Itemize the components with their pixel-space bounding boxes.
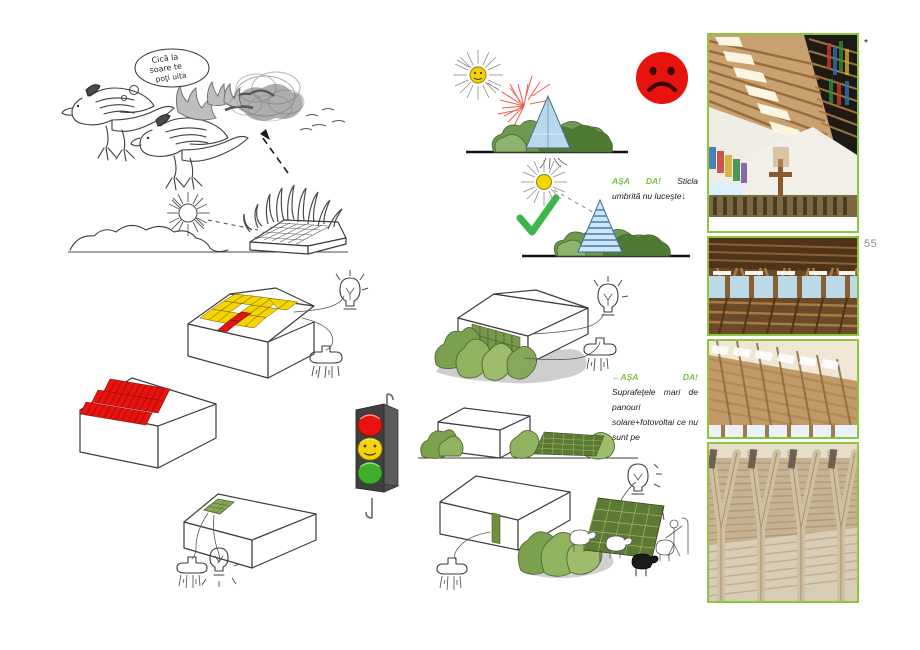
cable-to-shower (523, 341, 601, 360)
facade-green-stripe (491, 512, 501, 544)
diagram-ground-array-small (418, 407, 638, 460)
photo-timber-roof-trusses[interactable] (707, 339, 859, 439)
building-with-solar-roof (249, 219, 347, 255)
cable-to-shower (191, 512, 209, 560)
ground-panel-array (533, 431, 605, 457)
building-roof-ridge (493, 289, 589, 309)
glare-flames (243, 184, 343, 233)
red-glare-burst (497, 75, 551, 127)
note-shaded-glass: AŞA DA! Sticla umbrită nu luceşte↓ (612, 174, 698, 204)
mount-hook-top (386, 393, 394, 401)
small-solar-panel-green (203, 498, 235, 515)
cable-to-bulb (293, 295, 345, 313)
traffic-lamp-yellow (357, 437, 383, 461)
cable-to-bulb (531, 313, 605, 335)
solar-panel-grid-yellow (199, 293, 299, 332)
black-sheep (631, 553, 659, 577)
housing-side (383, 403, 399, 493)
note-panels-body: Suprafeţele mari de panouri solare+fotov… (612, 387, 698, 442)
shepherd (665, 517, 689, 557)
diagram-glare-good (516, 160, 690, 258)
note-panels-highlight: ←AŞA DA! (612, 372, 698, 382)
speech-bubble: Cică la soare te poţi uita (120, 48, 210, 102)
speech-bubble-line1: Cică la (151, 52, 179, 65)
diagram-facade-green-panels (434, 276, 629, 384)
bushes-left (420, 429, 464, 459)
page-number: 55 (864, 238, 878, 250)
mount-hook-bottom (365, 511, 373, 519)
cable-to-bulb (213, 514, 220, 564)
sheep-2 (605, 535, 633, 559)
photo-timber-branching-columns[interactable] (707, 442, 859, 603)
light-bulb-icon (201, 547, 241, 587)
sun-with-rays (453, 50, 503, 100)
grass-tuft (539, 157, 568, 170)
note-large-panel-surfaces: ←AŞA DA! Suprafeţele mari de panouri sol… (612, 370, 698, 445)
bird-flying (61, 84, 175, 162)
shower-head-icon (583, 337, 617, 372)
sheep-1 (569, 529, 597, 553)
highlighted-panels-red (217, 311, 252, 332)
sun-with-rays (521, 160, 567, 206)
light-bulb-icon (335, 270, 369, 310)
tilted-panel-rows-red (79, 378, 171, 426)
speech-bubble-line3: poţi uita (155, 71, 187, 84)
bird-burning (130, 114, 249, 191)
photo-church-interior-rafters-cross[interactable] (707, 33, 859, 233)
arrow-to-smoke (259, 129, 289, 174)
house-side-wall (267, 321, 315, 379)
ground-panel-array (583, 497, 665, 568)
flames-on-bird (175, 80, 243, 121)
cross-icon (769, 159, 792, 203)
light-bulb-icon (593, 276, 629, 316)
cartoon-glare-birds: Cică la soare te poţi uita (61, 48, 346, 191)
cable-to-shower (454, 531, 491, 561)
check-mark-icon (516, 194, 560, 236)
shower-head-icon (309, 345, 343, 379)
shaded-louvered-pyramid (577, 198, 623, 253)
diagram-ground-array-sheep (436, 463, 689, 591)
note-glass-body: Sticla umbrită nu luceşte↓ (612, 176, 698, 201)
sketch-sun-glare-on-roof (68, 184, 348, 255)
diagram-roof-small-green-panel (176, 493, 317, 589)
diagram-roof-yellow-panels (187, 270, 369, 379)
sun-with-rays (167, 192, 210, 236)
building-roof-plane (437, 407, 531, 431)
grazing-animals (569, 517, 689, 577)
sad-face-icon (636, 52, 688, 104)
glass-pyramid (525, 94, 571, 149)
photo-timber-roof-clerestory[interactable] (707, 236, 859, 336)
traffic-lamp-green (357, 461, 383, 485)
cable-to-bulb (619, 481, 637, 503)
motion-dashes (299, 108, 346, 131)
traffic-light[interactable] (344, 392, 412, 522)
incident-ray (553, 189, 597, 215)
photo-column (707, 33, 859, 603)
trees-shading-facade (434, 327, 537, 381)
hill-outline (69, 224, 229, 253)
traffic-lamp-red (357, 413, 383, 437)
light-bulb-icon (627, 463, 662, 495)
shower-head-icon (436, 557, 468, 591)
diagram-roof-red-arrays (79, 377, 217, 469)
shower-head-icon (176, 556, 208, 589)
diagram-glare-bad (453, 50, 688, 170)
sheep-3 (655, 539, 675, 562)
note-glass-highlight: AŞA DA! (612, 176, 661, 186)
footnote-marker: * (864, 38, 868, 49)
